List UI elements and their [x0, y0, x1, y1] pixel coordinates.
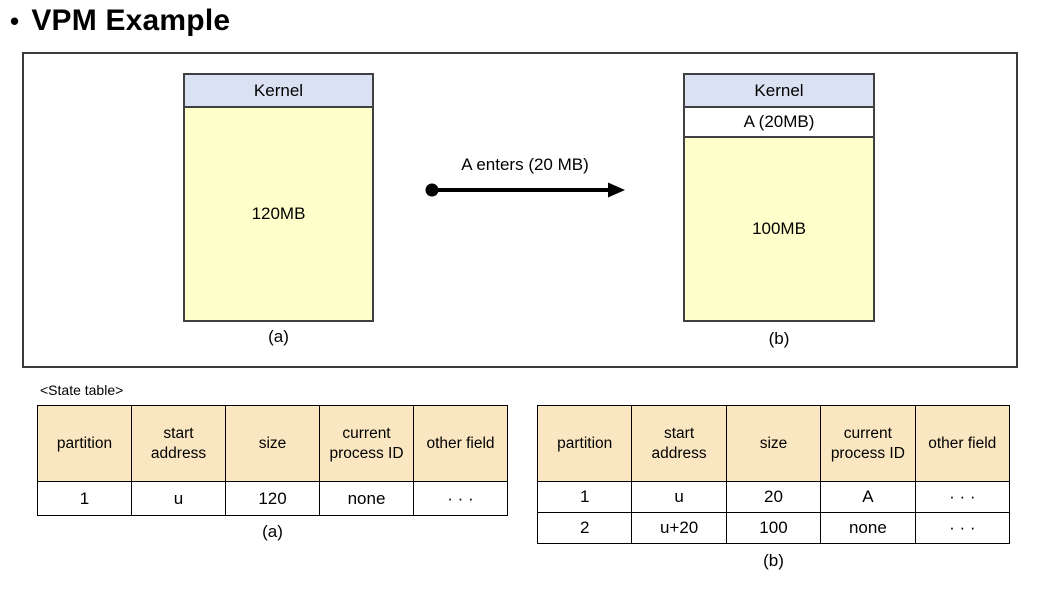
table-row: 2 u+20 100 none · · ·	[536, 512, 1011, 544]
state-table-b: partition start address size current pro…	[536, 405, 1011, 544]
state-table-b-caption: (b)	[763, 551, 784, 570]
column-header-size: size	[725, 405, 822, 482]
free-segment-a: 120MB	[251, 204, 306, 223]
column-header-partition: partition	[536, 405, 633, 482]
free-segment-b: 100MB	[752, 219, 806, 238]
column-header-partition: partition	[37, 405, 132, 482]
memory-diagram-b: Kernel A (20MB) 100MB	[683, 73, 875, 322]
cell-current-process-id: A	[820, 481, 916, 513]
column-header-start-address: start address	[131, 405, 226, 482]
column-header-current-process-id: current process ID	[820, 405, 916, 482]
cell-size: 120	[225, 481, 320, 516]
kernel-segment-b: Kernel	[685, 75, 873, 108]
cell-partition: 1	[37, 481, 132, 516]
cell-size: 100	[725, 512, 822, 544]
cell-start-address: u+20	[631, 512, 727, 544]
cell-size: 20	[725, 481, 822, 513]
state-table-a-caption: (a)	[262, 522, 283, 541]
cell-partition: 2	[536, 512, 633, 544]
table-row: 1 u 120 none · · ·	[37, 481, 508, 516]
cell-current-process-id: none	[820, 512, 916, 544]
diagram-b-caption: (b)	[768, 329, 790, 348]
cell-other-field: · · ·	[413, 481, 508, 516]
cell-start-address: u	[631, 481, 727, 513]
page-title-text: VPM Example	[31, 4, 231, 37]
cell-current-process-id: none	[319, 481, 414, 516]
process-segment-b: A (20MB)	[685, 108, 873, 138]
arrow-icon	[425, 182, 625, 198]
bullet-icon: •	[10, 6, 20, 36]
state-table-a: partition start address size current pro…	[37, 405, 508, 516]
column-header-other-field: other field	[413, 405, 508, 482]
column-header-size: size	[225, 405, 320, 482]
kernel-segment-a: Kernel	[185, 75, 372, 108]
cell-other-field: · · ·	[914, 512, 1011, 544]
memory-diagram-a: Kernel 120MB	[183, 73, 374, 322]
column-header-start-address: start address	[631, 405, 727, 482]
diagram-a-caption: (a)	[268, 327, 289, 346]
transition-label: A enters (20 MB)	[461, 155, 589, 174]
state-table-label: <State table>	[40, 382, 124, 398]
table-row: 1 u 20 A · · ·	[536, 481, 1011, 513]
state-table-a-header-row: partition start address size current pro…	[37, 405, 508, 482]
cell-start-address: u	[131, 481, 226, 516]
column-header-current-process-id: current process ID	[319, 405, 414, 482]
page-title: • VPM Example	[10, 4, 230, 38]
cell-partition: 1	[536, 481, 633, 513]
state-table-b-header-row: partition start address size current pro…	[536, 405, 1011, 482]
cell-other-field: · · ·	[914, 481, 1011, 513]
column-header-other-field: other field	[914, 405, 1011, 482]
